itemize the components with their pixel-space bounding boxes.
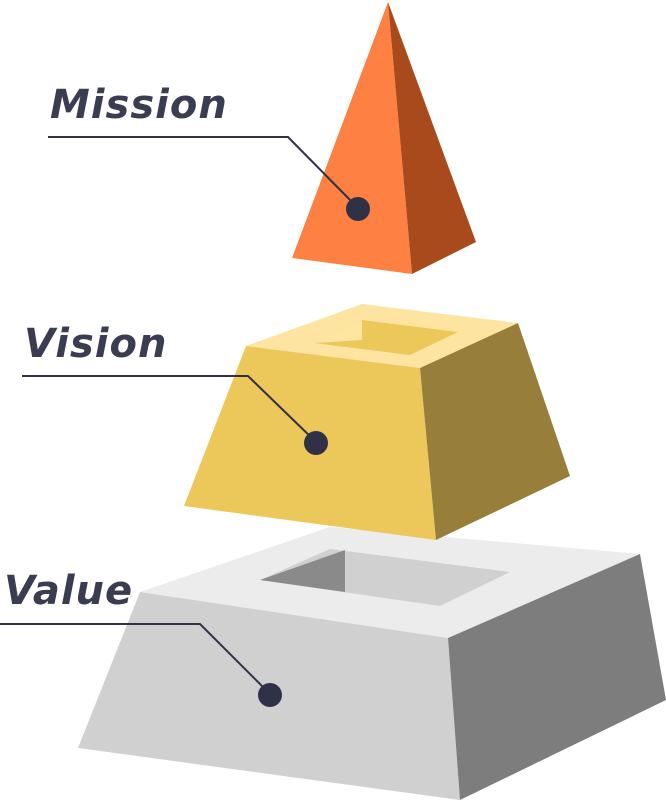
value-tier-hole-left	[260, 550, 345, 592]
mission-tier-side-face	[388, 2, 476, 274]
vision-label: Vision	[24, 321, 167, 367]
mission-label: Mission	[50, 82, 228, 128]
vision-leader-line	[22, 375, 317, 443]
mission-marker-dot	[346, 197, 370, 221]
vision-callout: Vision	[22, 321, 328, 455]
value-leader-line	[0, 623, 271, 695]
value-callout: Value	[0, 568, 282, 707]
value-tier-side-face	[448, 554, 666, 800]
mission-tier	[292, 2, 476, 274]
value-marker-dot	[258, 683, 282, 707]
mission-tier-front-face	[292, 2, 412, 274]
mission-leader-line	[48, 136, 359, 209]
value-label: Value	[4, 568, 133, 614]
value-tier	[78, 527, 666, 800]
mission-callout: Mission	[48, 82, 370, 221]
vision-tier-side-face	[420, 323, 570, 540]
vision-tier-hole-left	[314, 320, 362, 343]
vision-marker-dot	[304, 431, 328, 455]
vision-tier	[184, 304, 570, 540]
